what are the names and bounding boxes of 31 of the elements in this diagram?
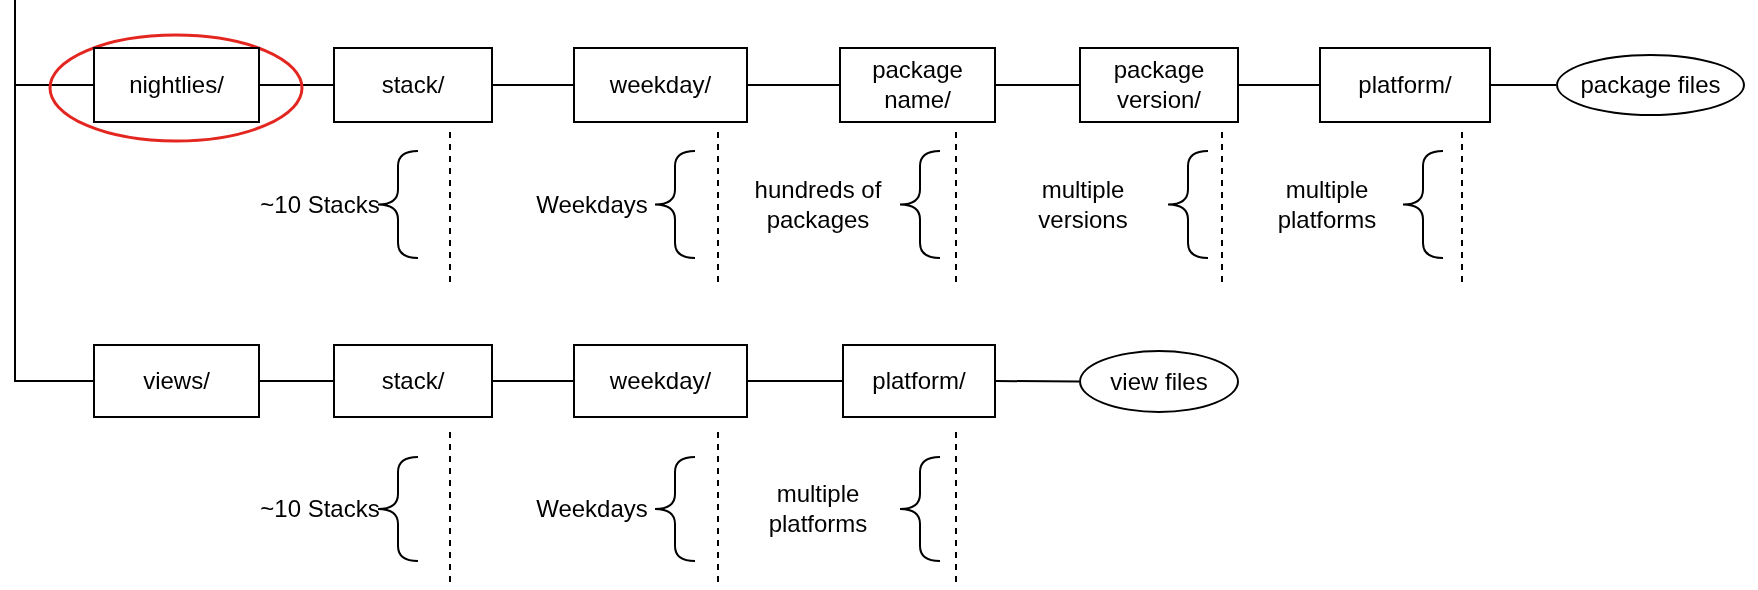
folder-box: stack/ <box>333 47 493 123</box>
connector-line <box>492 84 574 86</box>
connector-line <box>492 380 574 382</box>
folder-box: views/ <box>93 344 260 418</box>
annotation-text: Weekdays <box>535 189 649 220</box>
annotation-text: multiple versions <box>1037 174 1129 235</box>
annotation-text: ~10 Stacks <box>260 494 380 524</box>
folder-box: platform/ <box>842 344 996 418</box>
annotation-text: hundreds of packages <box>753 174 883 235</box>
folder-box: weekday/ <box>573 47 748 123</box>
folder-box: package name/ <box>839 47 996 123</box>
folder-box: package version/ <box>1079 47 1239 123</box>
folder-box: platform/ <box>1319 47 1491 123</box>
connector-line <box>747 380 843 382</box>
connector-line <box>747 84 840 86</box>
connector-line <box>1238 84 1320 86</box>
file-ellipse: view files <box>1079 350 1239 413</box>
connector-line <box>259 380 334 382</box>
file-ellipse: package files <box>1556 54 1745 116</box>
folder-box: weekday/ <box>573 344 748 418</box>
connector-line <box>995 84 1080 86</box>
annotation-text: multiple platforms <box>767 479 869 539</box>
folder-box: stack/ <box>333 344 493 418</box>
connector-line <box>995 380 1080 383</box>
folder-box: nightlies/ <box>93 47 260 123</box>
annotation-text: ~10 Stacks <box>260 189 380 220</box>
annotation-text: multiple platforms <box>1276 174 1378 235</box>
connector-line <box>259 84 334 86</box>
connector-line <box>1490 84 1557 86</box>
annotation-text: Weekdays <box>535 494 649 524</box>
connector-line <box>14 0 94 382</box>
